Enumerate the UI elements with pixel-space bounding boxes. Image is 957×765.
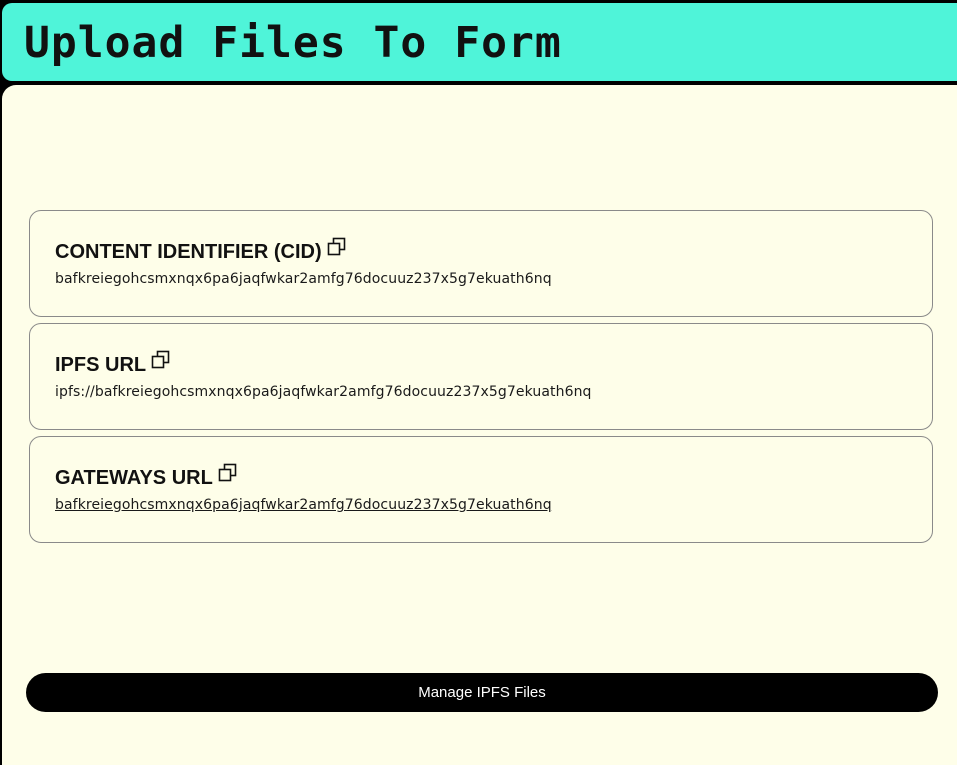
cid-card-title: CONTENT IDENTIFIER (CID): [55, 241, 322, 263]
gateways-url-card-header: GATEWAYS URL: [55, 463, 238, 491]
ipfs-url-card: IPFS URL ipfs://bafkreiegohcsmxnqx6pa6ja…: [29, 323, 933, 430]
ipfs-url-card-title: IPFS URL: [55, 354, 147, 376]
cid-card: CONTENT IDENTIFIER (CID) bafkreiegohcsmx…: [29, 210, 933, 317]
manage-ipfs-files-button[interactable]: Manage IPFS Files: [26, 673, 938, 712]
cid-value: bafkreiegohcsmxnqx6pa6jaqfwkar2amfg76doc…: [55, 271, 552, 287]
copy-icon[interactable]: [327, 237, 347, 257]
gateways-url-card: GATEWAYS URL bafkreiegohcsmxnqx6pa6jaqfw…: [29, 436, 933, 543]
cid-card-header: CONTENT IDENTIFIER (CID): [55, 237, 347, 265]
ipfs-url-card-header: IPFS URL: [55, 350, 171, 378]
copy-icon[interactable]: [218, 463, 238, 483]
ipfs-url-value: ipfs://bafkreiegohcsmxnqx6pa6jaqfwkar2am…: [55, 384, 592, 400]
page-header: Upload Files To Form: [2, 3, 957, 81]
copy-icon[interactable]: [151, 350, 171, 370]
page-title: Upload Files To Form: [24, 18, 562, 68]
gateways-url-card-title: GATEWAYS URL: [55, 467, 213, 489]
gateways-url-link[interactable]: bafkreiegohcsmxnqx6pa6jaqfwkar2amfg76doc…: [55, 497, 552, 513]
